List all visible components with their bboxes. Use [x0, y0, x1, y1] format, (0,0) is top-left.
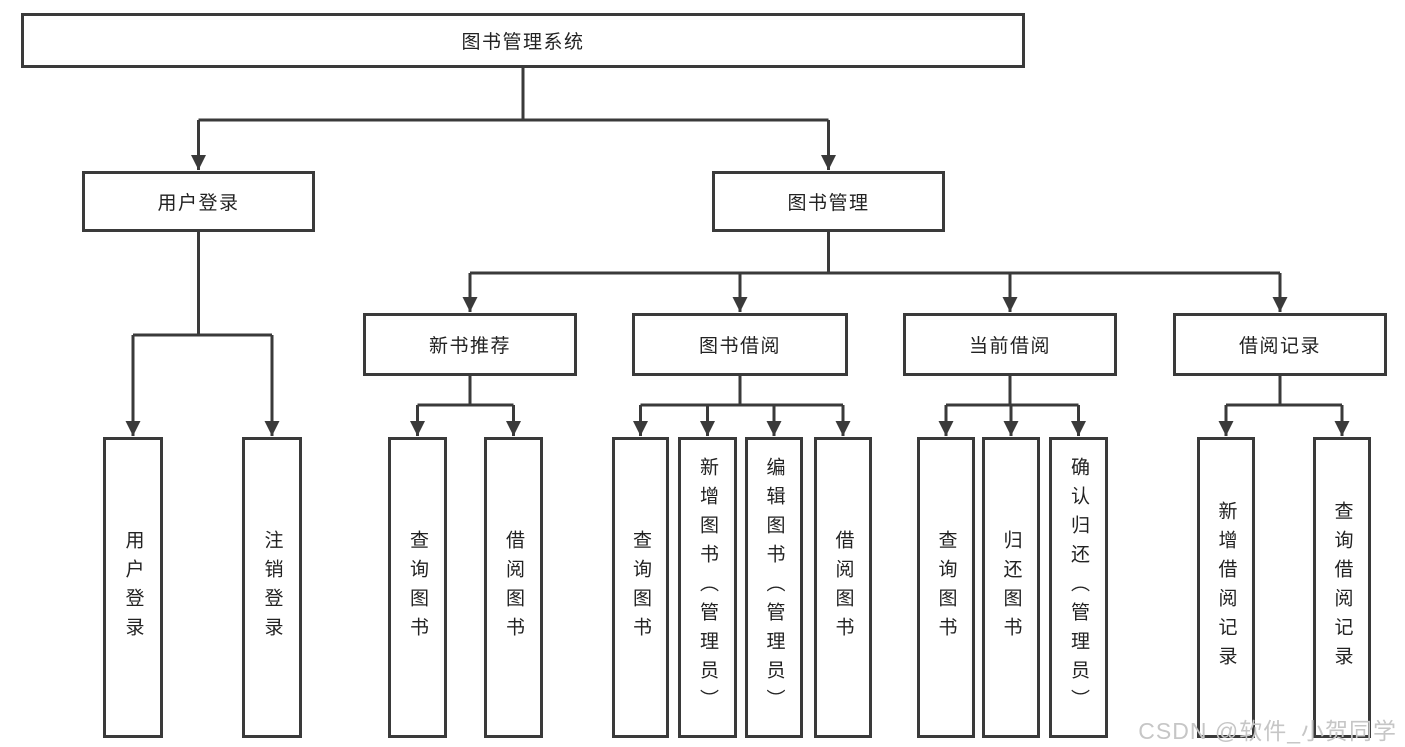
- node-leaf-user-login: 用户登录: [103, 437, 163, 738]
- node-book-management: 图书管理: [712, 171, 945, 232]
- node-root-system: 图书管理系统: [21, 13, 1025, 68]
- connector-book-management-to-level3: [462, 232, 1288, 312]
- node-new-book-recommend: 新书推荐: [363, 313, 577, 376]
- connector-user-login-to-leaves: [125, 232, 280, 436]
- watermark: CSDN @软件_小贺同学: [1138, 718, 1397, 744]
- connector-new-book-recommend-to-leaves: [410, 376, 521, 436]
- node-leaf-confirm-return-admin: 确认归还（管理员）: [1049, 437, 1108, 738]
- node-leaf-query-books-1: 查询图书: [388, 437, 447, 738]
- node-leaf-borrow-books-1: 借阅图书: [484, 437, 543, 738]
- node-leaf-query-books-3: 查询图书: [917, 437, 975, 738]
- node-leaf-edit-books-admin: 编辑图书（管理员）: [745, 437, 803, 738]
- connector-current-borrow-to-leaves: [938, 376, 1086, 436]
- connector-root-to-level2: [191, 68, 836, 170]
- node-leaf-logout: 注销登录: [242, 437, 302, 738]
- node-leaf-add-books-admin: 新增图书（管理员）: [678, 437, 737, 738]
- node-book-borrow: 图书借阅: [632, 313, 848, 376]
- node-leaf-return-books: 归还图书: [982, 437, 1040, 738]
- node-leaf-borrow-books-2: 借阅图书: [814, 437, 872, 738]
- node-user-login: 用户登录: [82, 171, 315, 232]
- node-leaf-query-borrow-record: 查询借阅记录: [1313, 437, 1371, 738]
- node-borrow-record: 借阅记录: [1173, 313, 1387, 376]
- node-leaf-add-borrow-record: 新增借阅记录: [1197, 437, 1255, 738]
- connector-book-borrow-to-leaves: [633, 376, 851, 436]
- node-leaf-query-books-2: 查询图书: [612, 437, 669, 738]
- connector-borrow-record-to-leaves: [1218, 376, 1350, 436]
- node-current-borrow: 当前借阅: [903, 313, 1117, 376]
